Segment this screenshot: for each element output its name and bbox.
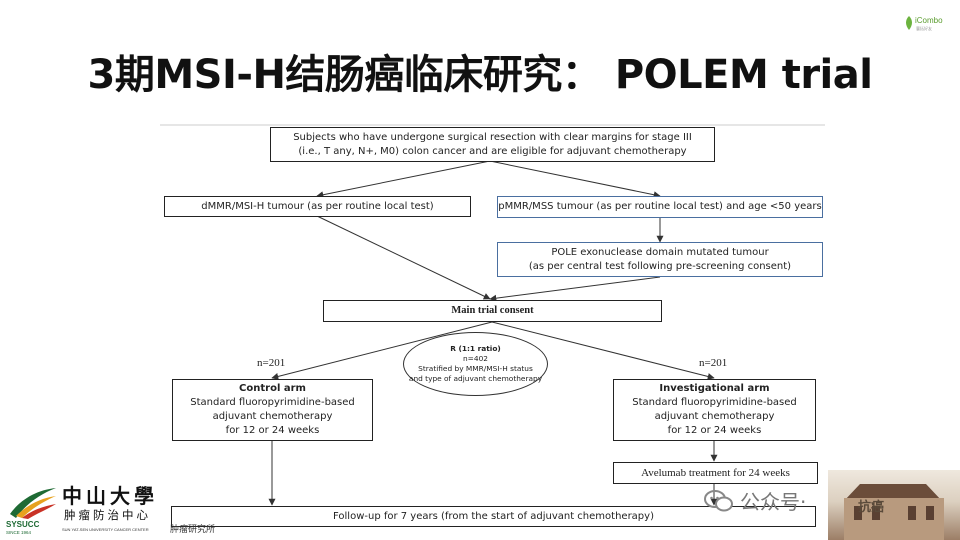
investigational-arm-title: Investigational arm [659,383,770,394]
building-window [926,506,934,520]
control-arm-title: Control arm [239,383,306,394]
sysucc-logo: SYSUCC SINCE 1964 [6,484,58,536]
sysucc-since: SINCE 1964 [6,530,32,535]
followup-box: Follow-up for 7 years (from the start of… [171,506,816,527]
wechat-watermark: 公众号· [704,486,806,515]
n-control-label: n=201 [257,357,286,369]
icombo-sub: 囊括好友 [916,26,932,31]
avelumab-box: Avelumab treatment for 24 weeks [613,462,818,484]
pmmr-box: pMMR/MSS tumour (as per routine local te… [497,196,823,218]
pole-line-1: POLE exonuclease domain mutated tumour [551,246,769,258]
eligibility-line-1: Subjects who have undergone surgical res… [293,131,692,143]
randomization-n: n=402 [463,354,488,363]
investigational-arm-line-2: adjuvant chemotherapy [654,411,775,422]
sysucc-swoosh-icon [10,488,56,519]
institute-name: 肿瘤研究所 [170,525,216,535]
building-photo: 抗癌 [828,470,960,540]
arrow-dmmr-consent [316,215,491,300]
investigational-arm-line-1: Standard fluoropyrimidine-based [632,397,797,408]
avelumab-label: Avelumab treatment for 24 weeks [641,467,790,479]
control-arm-line-1: Standard fluoropyrimidine-based [190,397,355,408]
control-arm-line-3: for 12 or 24 weeks [225,425,320,436]
pole-box: POLE exonuclease domain mutated tumour (… [497,242,823,277]
leaf-icon [906,16,912,30]
center-name-en: SUN YAT-SEN UNIVERSITY CANCER CENTER [62,527,149,532]
randomization-strat-2: and type of adjuvant chemotherapy [408,374,543,383]
building-sign: 抗癌 [858,500,885,515]
sysucc-text: SYSUCC [6,520,40,529]
arrow-consent-control [271,321,493,380]
university-name: 中山大學 [62,484,158,508]
slide-title: 3期MSI-H结肠癌临床研究： POLEM trial [87,52,873,98]
icombo-name: iCombo [915,16,943,25]
main-consent-box: Main trial consent [323,300,662,322]
pole-line-2: (as per central test following pre-scree… [528,260,792,272]
eligibility-box: Subjects who have undergone surgical res… [270,127,715,162]
arrow-pole-consent [489,276,661,302]
wechat-icon [704,489,733,511]
investigational-arm-line-3: for 12 or 24 weeks [667,425,762,436]
eligibility-line-2: (i.e., T any, N+, M0) colon cancer and a… [298,145,687,157]
building-window [872,506,880,520]
building-window [908,506,916,520]
n-investigational-label: n=201 [699,357,728,369]
arrow-consent-investigational [491,321,715,380]
arrow-eligibility-dmmr [316,160,491,199]
wechat-label: 公众号· [740,490,807,514]
center-name-cn: 肿瘤防治中心 [64,508,151,522]
randomization-ratio: R (1:1 ratio) [450,344,501,353]
control-arm-box: Control arm Standard fluoropyrimidine-ba… [172,379,373,441]
investigational-arm-box: Investigational arm Standard fluoropyrim… [613,379,816,441]
consent-label: Main trial consent [451,305,534,316]
randomization-strat-1: Stratified by MMR/MSI-H status [418,364,533,373]
randomization-ellipse: R (1:1 ratio) n=402 Stratified by MMR/MS… [403,332,548,396]
pmmr-label: pMMR/MSS tumour (as per routine local te… [498,201,822,212]
building-window [854,506,862,520]
arrow-eligibility-pmmr [489,160,661,199]
followup-label: Follow-up for 7 years (from the start of… [333,510,654,522]
icombo-logo: iCombo 囊括好友 [904,14,948,40]
control-arm-line-2: adjuvant chemotherapy [212,411,333,422]
building-roof [846,484,940,498]
dmmr-box: dMMR/MSI-H tumour (as per routine local … [164,196,471,217]
dmmr-label: dMMR/MSI-H tumour (as per routine local … [201,200,434,212]
